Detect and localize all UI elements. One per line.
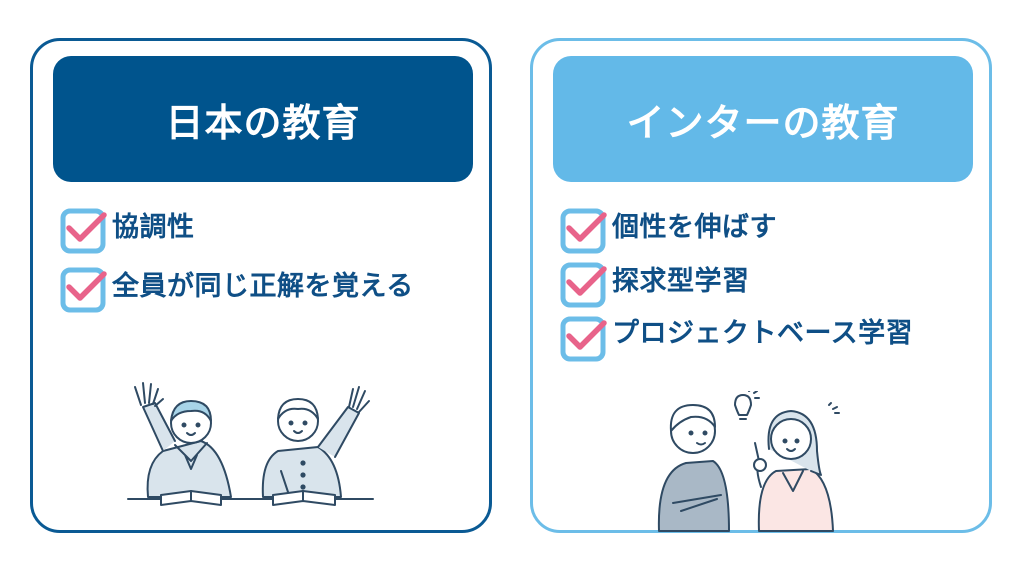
japanese-education-card: 日本の教育 協調性 全員が同じ正解を覚える [30, 38, 492, 533]
international-education-title: インターの教育 [553, 56, 973, 182]
list-item: プロジェクトベース学習 [560, 314, 969, 362]
list-item: 全員が同じ正解を覚える [60, 265, 469, 313]
list-item: 協調性 [60, 206, 469, 254]
list-item-label: 協調性 [112, 212, 195, 243]
international-education-list: 個性を伸ばす 探求型学習 プロジェクトベース学習 [560, 206, 969, 368]
list-item: 個性を伸ばす [560, 206, 969, 254]
japanese-education-title: 日本の教育 [53, 56, 473, 182]
japanese-education-list: 協調性 全員が同じ正解を覚える [60, 206, 469, 324]
list-item-label: 全員が同じ正解を覚える [112, 271, 414, 302]
list-item-label: 個性を伸ばす [612, 212, 777, 243]
international-education-card: インターの教育 個性を伸ばす 探求型学習 プロジェクトベース学習 [530, 38, 992, 533]
checkbox-checked-icon [560, 260, 607, 308]
list-item-label: 探求型学習 [612, 266, 750, 297]
checkbox-checked-icon [60, 206, 107, 254]
list-item: 探求型学習 [560, 260, 969, 308]
students-raising-hands-illustration [127, 382, 374, 506]
discussion-illustration [657, 391, 840, 532]
checkbox-checked-icon [60, 265, 107, 313]
checkbox-checked-icon [560, 206, 607, 254]
checkbox-checked-icon [560, 314, 607, 362]
list-item-label: プロジェクトベース学習 [612, 318, 914, 349]
